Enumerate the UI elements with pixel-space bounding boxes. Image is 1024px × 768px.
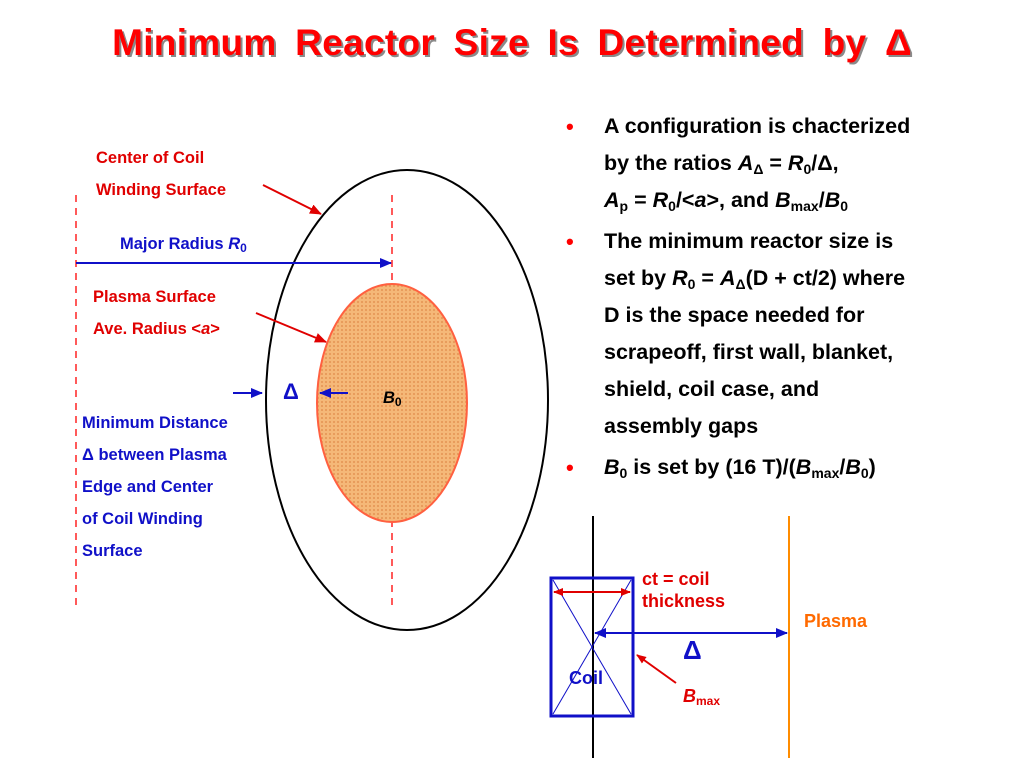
coil-center-pointer	[262, 184, 322, 215]
plasma-label: Plasma	[804, 611, 868, 631]
coil-label: Coil	[569, 668, 603, 688]
bullet-list: • A configuration is chacterized by the …	[566, 108, 986, 490]
plasma-surface-pointer	[255, 312, 327, 343]
coil-box	[549, 576, 635, 718]
coil-thickness-label: ct = coil thickness	[642, 569, 726, 611]
coil-cross-2	[552, 579, 632, 715]
plasma-surface-label: Plasma Surface Ave. Radius <a>	[93, 288, 220, 338]
major-radius-label: Major Radius R0	[120, 235, 247, 255]
bmax-pointer	[636, 654, 677, 684]
coil-winding-surface-ellipse	[265, 169, 549, 631]
bullet-dot: •	[566, 229, 574, 254]
slide-title: Minimum Reactor Size Is Determined by Δ	[112, 22, 912, 63]
delta-symbol-label: Δ	[283, 379, 299, 404]
bmax-label: Bmax	[683, 686, 721, 708]
minimum-distance-label: Minimum Distance Δ between Plasma Edge a…	[82, 414, 228, 560]
title-delta-symbol: Δ	[884, 22, 912, 63]
plasma-ellipse	[316, 283, 468, 523]
bullet-dot: •	[566, 114, 574, 139]
bullet-dot: •	[566, 455, 574, 480]
right-delta-label: Δ	[683, 635, 702, 665]
bullet-b0: • B0 is set by (16 T)/(Bmax/B0)	[566, 449, 986, 486]
bullet-minimum-size: • The minimum reactor size is set by R0 …	[566, 223, 986, 445]
b0-label: B0	[383, 389, 402, 409]
bullet-configuration: • A configuration is chacterized by the …	[566, 108, 986, 219]
center-of-coil-label: Center of Coil Winding Surface	[96, 149, 227, 199]
